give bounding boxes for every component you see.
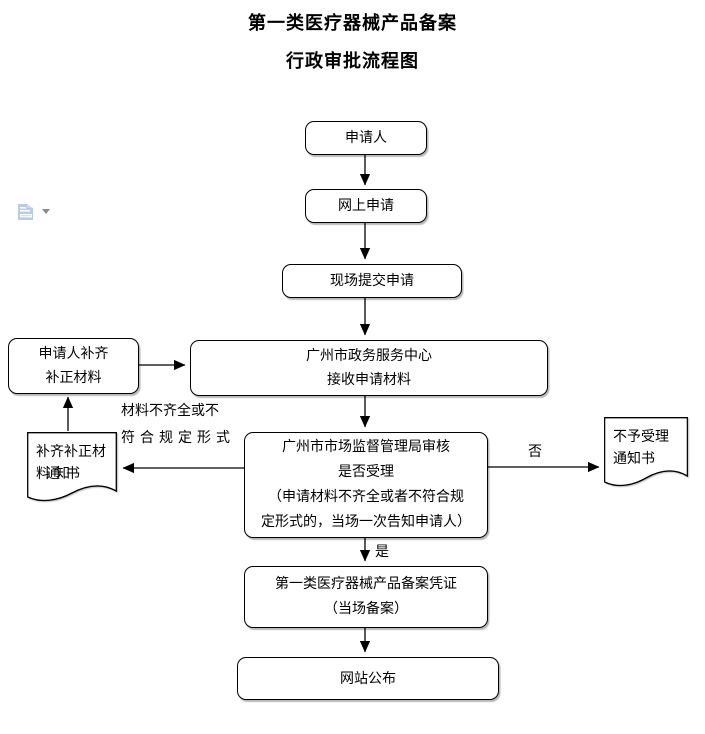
edge-label-incomplete-line1: 材料不齐全或不	[121, 403, 219, 419]
page-subtitle: 行政审批流程图	[286, 51, 419, 72]
node-certificate-line1: 第一类医疗器械产品备案凭证	[275, 576, 457, 592]
node-applicant-label: 申请人	[345, 130, 387, 146]
doc-rejection-notice-line1: 不予受理	[613, 429, 669, 445]
node-online-apply: 网上申请	[305, 189, 427, 223]
page-title: 第一类医疗器械产品备案	[248, 13, 457, 34]
node-applicant-supplement-line1: 申请人补齐	[38, 346, 109, 362]
paste-options-button[interactable]	[13, 199, 53, 225]
node-onsite-submit-label: 现场提交申请	[330, 273, 414, 289]
node-certificate: 第一类医疗器械产品备案凭证 （当场备案）	[244, 566, 488, 628]
node-certificate-line2: （当场备案）	[324, 601, 408, 617]
node-website-publish: 网站公布	[237, 657, 499, 700]
node-service-center: 广州市政务服务中心 接收申请材料	[190, 340, 548, 396]
doc-supplement-notice-line2: 料通知书	[36, 466, 80, 482]
node-online-apply-label: 网上申请	[338, 198, 394, 214]
node-applicant-supplement-line2: 补正材料	[45, 370, 102, 386]
node-review-line2: 是否受理	[338, 464, 394, 480]
node-review-line3: （申请材料不齐全或者不符合规	[268, 489, 464, 505]
paste-options-clipboard-icon	[18, 204, 33, 220]
doc-supplement-notice-line1: 补齐补正材	[36, 444, 106, 460]
doc-rejection-notice: 不予受理 通知书	[604, 417, 688, 493]
node-service-center-line2: 接收申请材料	[327, 372, 411, 388]
edge-label-yes: 是	[375, 544, 389, 560]
node-applicant: 申请人	[305, 121, 427, 155]
dropdown-arrow-icon[interactable]	[42, 209, 50, 214]
doc-supplement-notice: 补齐补正材 料通知书	[27, 432, 117, 508]
document-shape	[604, 417, 688, 487]
doc-rejection-notice-line2: 通知书	[613, 451, 655, 467]
node-review-line4: 定形式的，当场一次告知申请人）	[261, 514, 471, 530]
node-applicant-supplement: 申请人补齐 补正材料	[8, 338, 139, 394]
node-review-decision: 广州市市场监督管理局审核 是否受理 （申请材料不齐全或者不符合规 定形式的，当场…	[244, 432, 488, 538]
node-service-center-line1: 广州市政务服务中心	[306, 348, 432, 364]
node-review-line1: 广州市市场监督管理局审核	[282, 439, 450, 455]
node-website-publish-label: 网站公布	[340, 670, 396, 687]
document-shape	[27, 432, 117, 502]
node-onsite-submit: 现场提交申请	[282, 264, 462, 298]
edge-label-incomplete-line2: 符合规定形式	[121, 430, 235, 446]
edge-label-no: 否	[528, 444, 542, 460]
